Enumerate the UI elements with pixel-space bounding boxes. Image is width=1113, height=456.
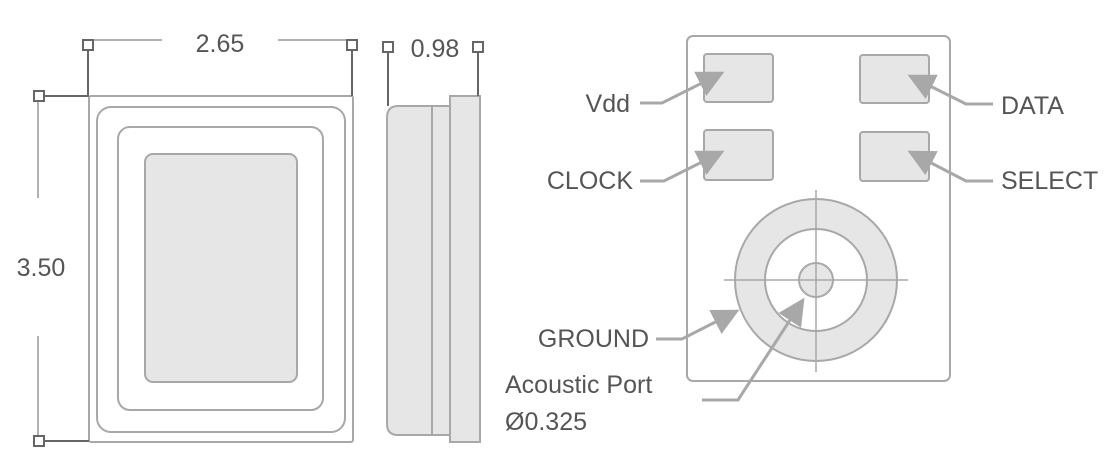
acoustic-port-diameter: Ø0.325 bbox=[505, 408, 587, 436]
height-dimension bbox=[33, 90, 89, 447]
clock-leader bbox=[640, 150, 725, 183]
thickness-label: 0.98 bbox=[411, 35, 460, 63]
vdd-label: Vdd bbox=[586, 90, 630, 118]
clock-label: CLOCK bbox=[547, 167, 633, 195]
acoustic-port-label: Acoustic Port bbox=[505, 371, 652, 399]
data-leader bbox=[907, 74, 993, 106]
port-leader bbox=[702, 297, 805, 402]
side-substrate bbox=[449, 95, 481, 443]
ground-leader bbox=[656, 309, 740, 341]
select-label: SELECT bbox=[1001, 167, 1098, 195]
side-lid bbox=[386, 105, 451, 436]
lid-center bbox=[144, 153, 298, 383]
ground-label: GROUND bbox=[538, 325, 649, 353]
thickness-dimension bbox=[382, 41, 484, 106]
top-view bbox=[88, 95, 354, 443]
width-label: 2.65 bbox=[196, 30, 245, 58]
vdd-leader bbox=[640, 71, 725, 105]
bottom-view bbox=[686, 35, 951, 382]
height-label: 3.50 bbox=[17, 254, 66, 282]
width-dimension bbox=[82, 39, 358, 96]
select-leader bbox=[907, 150, 993, 183]
side-view bbox=[386, 95, 481, 443]
leader-lines bbox=[640, 71, 993, 402]
data-label: DATA bbox=[1001, 92, 1064, 120]
